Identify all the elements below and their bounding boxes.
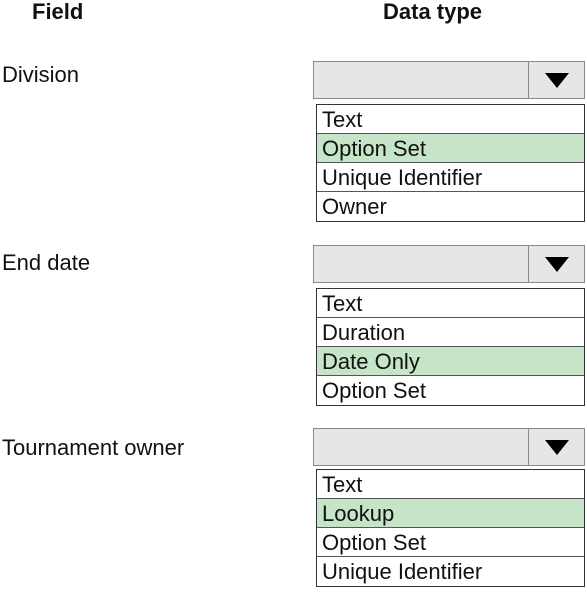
tournament-owner-option[interactable]: Text [317,470,584,499]
division-dropdown-button[interactable] [528,62,584,98]
tournament-owner-option[interactable]: Unique Identifier [322,559,483,584]
tournament-owner-option-selected[interactable]: Lookup [317,499,584,528]
division-option-selected[interactable]: Option Set [317,134,584,163]
chevron-down-icon [544,256,569,272]
tournament-owner-dropdown-button[interactable] [528,429,584,465]
field-label-tournament-owner: Tournament owner [2,435,185,460]
end-date-option-list: Text Duration Date Only Option Set [316,288,585,406]
division-option[interactable]: Text [317,105,584,134]
field-column-header: Field [32,0,84,24]
end-date-data-type-dropdown[interactable] [313,245,585,283]
end-date-option[interactable]: Option Set [322,378,426,403]
tournament-owner-option[interactable]: Option Set [317,528,584,557]
field-label-division: Division [2,62,80,87]
end-date-dropdown-button[interactable] [528,246,584,282]
end-date-option[interactable]: Text [317,289,584,318]
chevron-down-icon [544,72,569,88]
chevron-down-icon [544,439,569,455]
end-date-option-selected[interactable]: Date Only [317,347,584,376]
division-option-list: Text Option Set Unique Identifier Owner [316,104,585,222]
tournament-owner-option-list: Text Lookup Option Set Unique Identifier [316,469,585,587]
division-data-type-dropdown[interactable] [313,61,585,99]
end-date-option[interactable]: Duration [317,318,584,347]
division-option[interactable]: Unique Identifier [317,163,584,192]
division-option[interactable]: Owner [322,194,387,219]
data-type-column-header: Data type [383,0,483,24]
field-label-end-date: End date [2,250,91,275]
tournament-owner-data-type-dropdown[interactable] [313,428,585,466]
